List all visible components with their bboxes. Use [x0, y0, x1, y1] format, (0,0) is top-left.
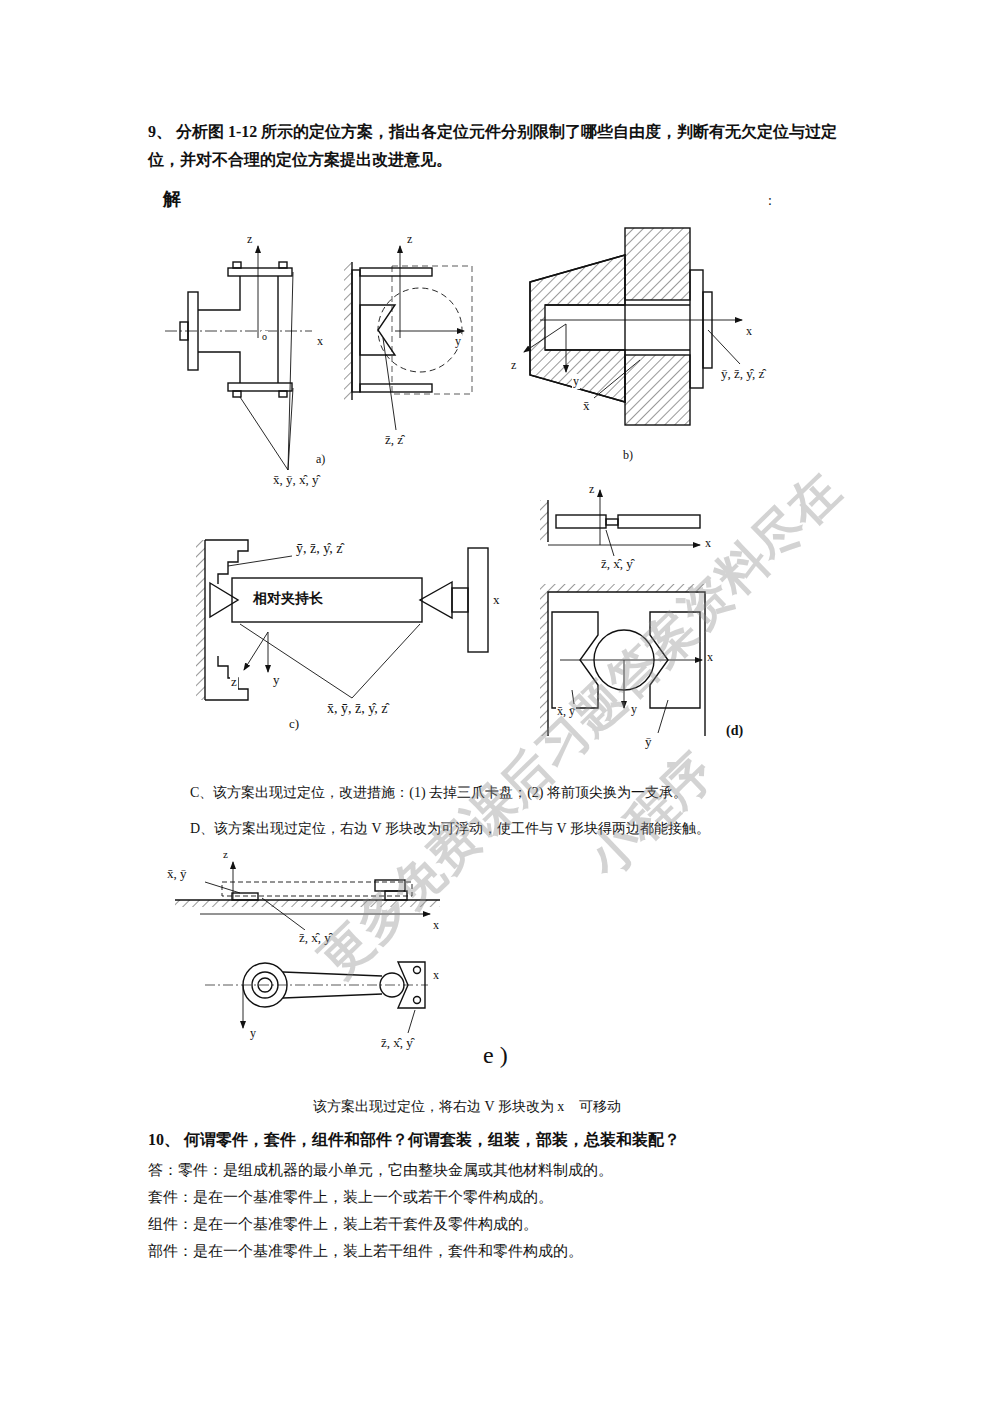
dof-label: ȳ [644, 734, 653, 750]
answer-text: 组件：是在一个基准零件上，装上若干套件及零件构成的。 [148, 1215, 538, 1234]
origin-label: o [261, 331, 268, 344]
figure-caption: (d) [725, 722, 744, 740]
axis-label: x [704, 536, 712, 551]
axis-label: z [510, 358, 517, 373]
axis-label: x [745, 324, 753, 339]
axis-label: x [316, 334, 324, 349]
mark: : [768, 192, 772, 210]
axis-label: x [432, 918, 440, 933]
answer-text: 套件：是在一个基准零件上，装上一个或若干个零件构成的。 [148, 1188, 553, 1207]
watermark: 更多免费课后习题答案资料尽在 [307, 459, 854, 990]
axis-label: z [406, 232, 413, 247]
dof-label: x̄, ȳ, z̄, y̑, z̑ [326, 700, 389, 718]
axis-label: y [272, 672, 281, 688]
axis-label: z [588, 482, 595, 497]
dof-label: x̄ [582, 398, 591, 414]
figure-c-lathe [196, 540, 488, 700]
axis-label: z [230, 674, 238, 690]
answer-text: C、该方案出现过定位，改进措施：(1) 去掉三爪卡盘；(2) 将前顶尖换为一支承… [190, 784, 687, 802]
axis-label: x [432, 968, 440, 983]
answer-text: 部件：是在一个基准零件上，装上若干组件，套件和零件构成的。 [148, 1242, 583, 1261]
figure-b-mandrel [524, 228, 742, 425]
dof-label: x̄, ȳ, x̑, y̑ [272, 472, 320, 488]
watermark: 小程序 [574, 740, 725, 889]
dof-label: x̄, ȳ [166, 866, 188, 882]
figure-a-side [344, 246, 472, 430]
figure-caption: e ) [482, 1040, 509, 1070]
axis-label: z [246, 232, 253, 247]
axis-label: y [572, 374, 580, 389]
question-text: 10、 何谓零件，套件，组件和部件？何谓套装，组装，部装，总装和装配？ [148, 1130, 680, 1150]
dof-label: ȳ, z̄, y̑, z̑ [295, 540, 344, 558]
dof-label: z̄, x̑, y̑ [600, 556, 634, 572]
axis-label: y [249, 1026, 257, 1041]
question-text: 9、 分析图 1-12 所示的定位方案，指出各定位元件分别限制了哪些自由度，判断… [148, 118, 848, 174]
answer-text: 答：零件：是组成机器的最小单元，它由整块金属或其他材料制成的。 [148, 1161, 613, 1180]
clamp-length-note: 相对夹持长 [252, 590, 324, 608]
figure-caption: a) [315, 452, 326, 467]
axis-label: x [492, 592, 501, 608]
axis-label: y [454, 334, 462, 349]
figure-a-front [165, 246, 312, 470]
figure-caption: b) [622, 448, 634, 463]
answer-text: 该方案出现过定位，将右边 V 形块改为 x⃗ 可移动 [313, 1098, 621, 1116]
answer-heading: 解 [163, 188, 181, 211]
dof-label: z̄, z̑ [384, 432, 404, 448]
dof-label: z̄, x̑, y̑ [380, 1035, 414, 1051]
dof-label: ȳ, z̄, y̑, z̑ [720, 366, 765, 382]
figure-caption: c) [288, 716, 300, 732]
axis-label: x [706, 650, 714, 665]
axis-label: z [222, 848, 229, 862]
